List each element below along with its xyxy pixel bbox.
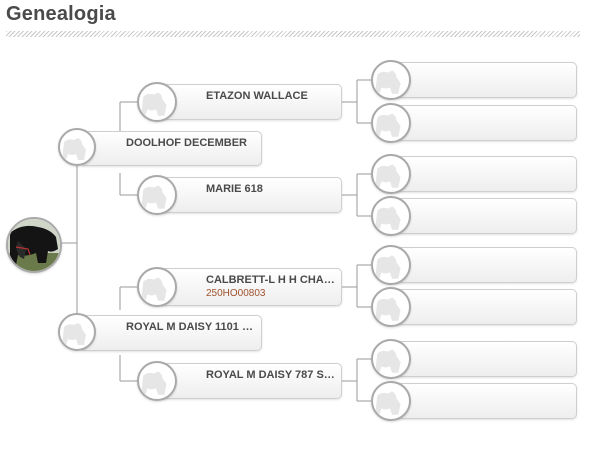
page-title: Genealogia xyxy=(6,3,116,25)
parent-name: ROYAL M DAISY 1101 CHAM... xyxy=(126,321,255,333)
grandparent-avatar[interactable] xyxy=(137,82,177,122)
great-grandparent-card[interactable] xyxy=(393,62,577,98)
parent-name: DOOLHOF DECEMBER xyxy=(126,137,247,149)
cow-silhouette-icon xyxy=(375,391,401,415)
cow-photo-icon xyxy=(8,219,60,271)
great-grandparent-avatar[interactable] xyxy=(371,154,411,194)
cow-silhouette-icon xyxy=(62,323,86,345)
parent-avatar[interactable] xyxy=(58,128,96,166)
great-grandparent-card[interactable] xyxy=(393,105,577,141)
grandparent-card[interactable]: ROYAL M DAISY 787 SHARK xyxy=(160,363,342,399)
cow-silhouette-icon xyxy=(141,371,167,395)
great-grandparent-avatar[interactable] xyxy=(371,339,411,379)
grandparent-avatar[interactable] xyxy=(137,361,177,401)
cow-silhouette-icon xyxy=(141,185,167,209)
cow-silhouette-icon xyxy=(375,164,401,188)
title-divider xyxy=(6,31,580,37)
cow-silhouette-icon xyxy=(62,138,86,160)
grandparent-name: ROYAL M DAISY 787 SHARK xyxy=(206,369,335,381)
great-grandparent-card[interactable] xyxy=(393,341,577,377)
registration-code: 250HO00803 xyxy=(206,288,266,299)
great-grandparent-avatar[interactable] xyxy=(371,381,411,421)
cow-silhouette-icon xyxy=(375,70,401,94)
parent-card-sire[interactable]: DOOLHOF DECEMBER xyxy=(80,131,262,166)
cow-silhouette-icon xyxy=(375,206,401,230)
grandparent-name: MARIE 618 xyxy=(206,183,263,195)
grandparent-name: ETAZON WALLACE xyxy=(206,90,308,102)
great-grandparent-avatar[interactable] xyxy=(371,103,411,143)
grandparent-avatar[interactable] xyxy=(137,267,177,307)
great-grandparent-card[interactable] xyxy=(393,198,577,234)
great-grandparent-card[interactable] xyxy=(393,156,577,192)
great-grandparent-avatar[interactable] xyxy=(371,245,411,285)
cow-silhouette-icon xyxy=(375,255,401,279)
grandparent-card[interactable]: ETAZON WALLACE xyxy=(160,84,342,120)
subject-avatar[interactable] xyxy=(6,217,62,273)
grandparent-card[interactable]: MARIE 618 xyxy=(160,177,342,213)
great-grandparent-avatar[interactable] xyxy=(371,196,411,236)
grandparent-card[interactable]: CALBRETT-L H H CHAMPION 250HO00803 xyxy=(160,268,342,306)
cow-silhouette-icon xyxy=(375,297,401,321)
great-grandparent-avatar[interactable] xyxy=(371,287,411,327)
cow-silhouette-icon xyxy=(141,92,167,116)
cow-silhouette-icon xyxy=(141,277,167,301)
great-grandparent-card[interactable] xyxy=(393,289,577,325)
great-grandparent-card[interactable] xyxy=(393,383,577,419)
grandparent-name: CALBRETT-L H H CHAMPION xyxy=(206,274,335,286)
parent-avatar[interactable] xyxy=(58,313,96,351)
cow-silhouette-icon xyxy=(375,113,401,137)
parent-card-dam[interactable]: ROYAL M DAISY 1101 CHAM... xyxy=(80,315,262,351)
cow-silhouette-icon xyxy=(375,349,401,373)
grandparent-avatar[interactable] xyxy=(137,175,177,215)
great-grandparent-card[interactable] xyxy=(393,247,577,283)
great-grandparent-avatar[interactable] xyxy=(371,60,411,100)
